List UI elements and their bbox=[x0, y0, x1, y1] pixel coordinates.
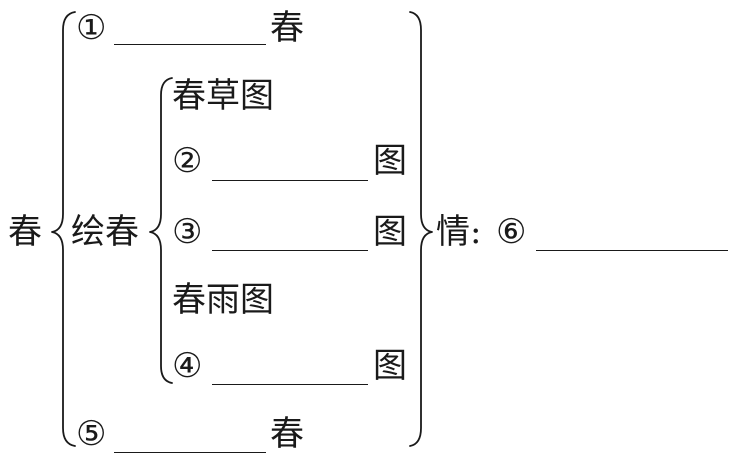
item1-blank bbox=[114, 44, 266, 45]
item5-blank bbox=[114, 452, 266, 453]
right-brace bbox=[409, 11, 433, 447]
item2-suffix: 图 bbox=[373, 141, 407, 181]
item3-marker: ③ bbox=[172, 212, 203, 252]
item4-suffix: 图 bbox=[373, 346, 407, 386]
grass-label: 春草图 bbox=[172, 76, 274, 116]
item3-blank bbox=[212, 250, 368, 251]
item5-suffix: 春 bbox=[270, 414, 304, 454]
item1-suffix: 春 bbox=[270, 8, 304, 48]
draw-label: 绘春 bbox=[71, 212, 139, 252]
emotion-label: 情: bbox=[436, 212, 482, 252]
item5-marker: ⑤ bbox=[76, 414, 107, 454]
root-label: 春 bbox=[8, 212, 42, 252]
item3-suffix: 图 bbox=[373, 212, 407, 252]
item2-marker: ② bbox=[172, 141, 203, 181]
item6-marker: ⑥ bbox=[496, 212, 527, 252]
item2-blank bbox=[212, 180, 368, 181]
rain-label: 春雨图 bbox=[172, 280, 274, 320]
inner-left-brace bbox=[149, 77, 173, 384]
item1-marker: ① bbox=[76, 8, 107, 48]
item4-marker: ④ bbox=[172, 346, 203, 386]
item6-blank bbox=[536, 250, 728, 251]
item4-blank bbox=[212, 384, 368, 385]
outer-left-brace bbox=[51, 11, 76, 447]
